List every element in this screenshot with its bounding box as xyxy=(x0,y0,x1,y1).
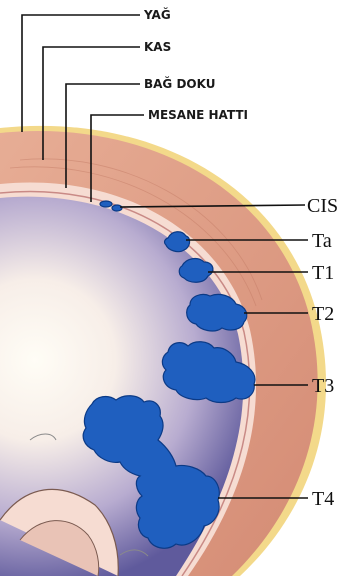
stage-label-cis: CIS xyxy=(307,195,338,217)
connective-tissue-label: BAĞ DOKU xyxy=(144,76,215,91)
fat-label: YAĞ xyxy=(143,7,171,22)
bladder-lining-label: MESANE HATTI xyxy=(148,108,248,122)
stage-label-t4: T4 xyxy=(312,488,334,510)
stage-label-t3: T3 xyxy=(312,375,334,397)
stage-label-ta: Ta xyxy=(312,230,332,252)
muscle-label: KAS xyxy=(144,40,171,54)
stage-label-t1: T1 xyxy=(312,262,334,284)
stage-label-t2: T2 xyxy=(312,303,334,325)
